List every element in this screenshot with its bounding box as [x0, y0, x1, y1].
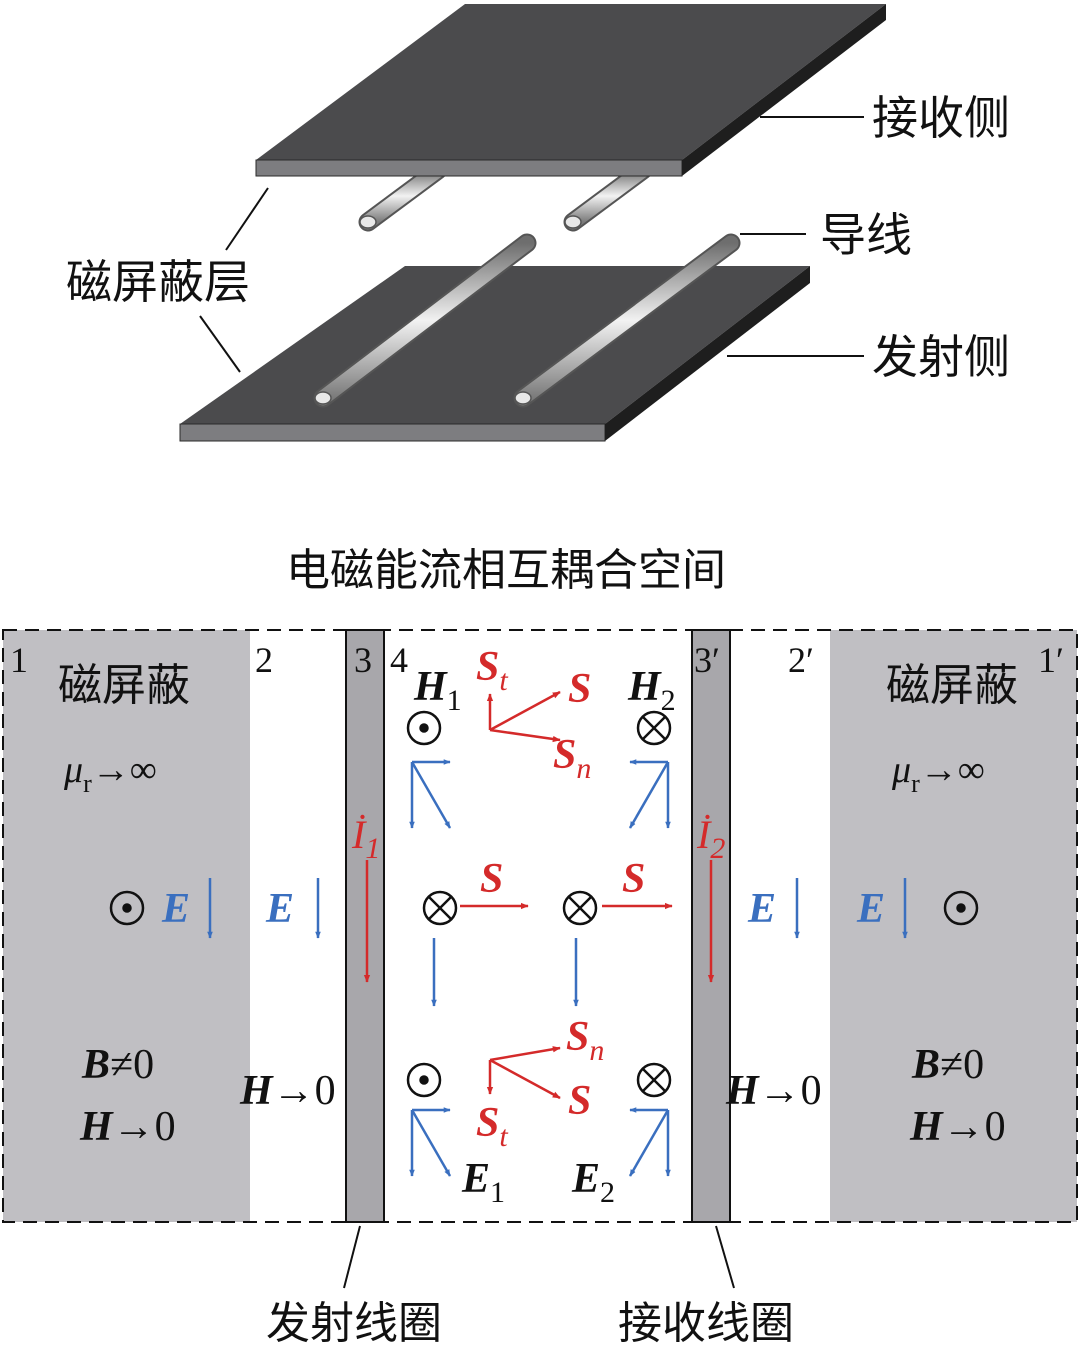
poynting-sn-top: Sn — [553, 732, 591, 785]
label-receiver-side: 接收侧 — [872, 91, 1010, 145]
region-number-3-prime: 3′ — [694, 640, 720, 680]
label-shield-layer: 磁屏蔽层 — [66, 255, 250, 309]
e-label-gap-right: E — [747, 886, 776, 932]
cross-in-icon — [422, 890, 458, 926]
b-nonzero-left: B≠0 — [81, 1042, 154, 1088]
region-number-1: 1 — [10, 640, 28, 680]
region-number-4: 4 — [390, 640, 408, 680]
b-nonzero-right: B≠0 — [911, 1042, 984, 1088]
e-label-shield-left: E — [161, 886, 190, 932]
current-i1-label: İ1 — [351, 812, 380, 865]
dot-out-icon — [406, 1062, 442, 1098]
h-zero-gap-right: H→0 — [725, 1068, 822, 1114]
dot-out-icon — [109, 890, 145, 926]
region-number-2-prime: 2′ — [788, 640, 814, 680]
cross-in-icon — [562, 890, 598, 926]
label-transmitter-side: 发射侧 — [872, 330, 1010, 384]
cross-in-icon — [636, 1062, 672, 1098]
transmitter-plate — [179, 266, 810, 442]
shield-label-right: 磁屏蔽 — [886, 660, 1018, 711]
region-number-3: 3 — [354, 640, 372, 680]
current-arrows — [363, 860, 715, 983]
cross-section: 1 2 3 4 3′ 2′ 1′ 磁屏蔽 磁屏蔽 μr→∞ μr→∞ B≠0 H… — [2, 629, 1078, 1349]
e2-label: E2 — [571, 1156, 615, 1209]
poynting-s-top: S — [568, 666, 591, 712]
field-vector-fans — [409, 759, 671, 1177]
section-title: 电磁能流相互耦合空间 — [286, 545, 726, 596]
poynting-s-middle-left: S — [480, 856, 503, 902]
dot-out-icon — [943, 890, 979, 926]
label-receive-coil: 接收线圈 — [618, 1298, 794, 1349]
h1-label: H1 — [413, 664, 462, 717]
poynting-s-bottom: S — [568, 1078, 591, 1124]
receiver-plate — [255, 4, 886, 177]
dot-out-icon — [406, 710, 442, 746]
poynting-vectors — [460, 690, 673, 1100]
shield-region-right — [830, 630, 1077, 1222]
transmit-coil-section — [345, 629, 385, 1223]
e-field-arrows — [207, 878, 908, 1007]
permeability-right: μr→∞ — [891, 749, 985, 798]
poynting-st-bottom: St — [476, 1100, 508, 1153]
poynting-sn-bottom: Sn — [566, 1014, 604, 1067]
h-zero-left: H→0 — [79, 1104, 176, 1150]
e1-label: E1 — [461, 1156, 505, 1209]
poynting-s-middle-right: S — [622, 856, 645, 902]
poynting-st-top: St — [476, 644, 508, 697]
h-zero-right: H→0 — [909, 1104, 1006, 1150]
label-wire: 导线 — [820, 208, 912, 262]
current-i2-label: İ2 — [696, 812, 725, 865]
wire-rods-upper — [358, 160, 653, 232]
h2-label: H2 — [627, 664, 676, 717]
region-number-2: 2 — [255, 640, 273, 680]
wire-rods-lower — [313, 233, 741, 408]
region-number-1-prime: 1′ — [1038, 640, 1064, 680]
shield-label-left: 磁屏蔽 — [58, 660, 190, 711]
leader-lines-top — [199, 116, 864, 373]
e-label-shield-right: E — [856, 886, 885, 932]
h-zero-gap-left: H→0 — [239, 1068, 336, 1114]
coupling-space-boundary — [2, 629, 1078, 1223]
cross-in-icon — [636, 710, 672, 746]
label-transmit-coil: 发射线圈 — [266, 1298, 442, 1349]
permeability-left: μr→∞ — [63, 749, 157, 798]
leader-lines-bottom — [343, 1225, 735, 1289]
field-direction-symbols — [109, 710, 979, 1098]
top-illustration: 接收侧 导线 发射侧 磁屏蔽层 — [66, 4, 1010, 442]
e-label-gap-left: E — [265, 886, 294, 932]
